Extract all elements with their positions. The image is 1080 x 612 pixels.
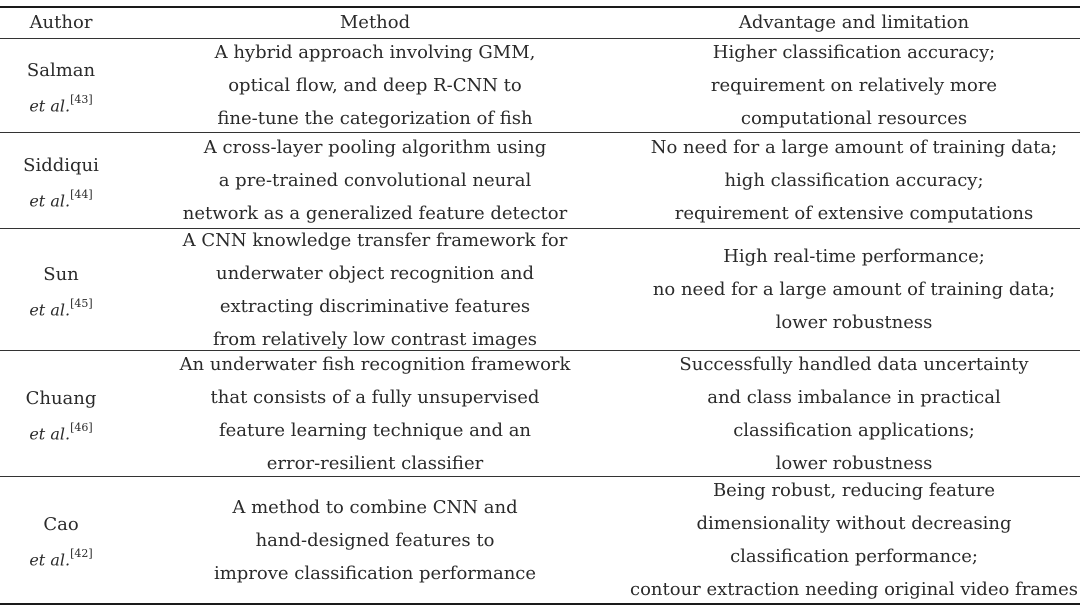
author-citation: et al.[43] xyxy=(29,87,92,117)
author-name: Salman xyxy=(26,59,96,81)
method-cell: An underwater fish recognition framework… xyxy=(148,351,602,476)
citation-ref: [42] xyxy=(70,547,93,560)
advantage-line: computational resources xyxy=(740,108,968,129)
header-author: Author xyxy=(29,12,93,33)
table-row: Siddiqui et al.[44] A cross-layer poolin… xyxy=(0,133,1080,228)
header-rule xyxy=(0,38,1080,39)
row-divider xyxy=(0,350,1080,351)
method-line: that consists of a fully unsupervised xyxy=(210,386,540,408)
method-line: from relatively low contrast images xyxy=(212,328,538,350)
row-divider xyxy=(0,228,1080,229)
advantage-line: dimensionality without decreasing xyxy=(696,513,1012,534)
et-al-text: et al. xyxy=(29,190,71,210)
method-cell: A cross-layer pooling algorithm using a … xyxy=(148,133,602,228)
method-line: optical flow, and deep R-CNN to xyxy=(228,75,522,96)
bottom-rule xyxy=(0,603,1080,605)
citation-ref: [45] xyxy=(70,296,93,310)
method-line: feature learning technique and an xyxy=(218,419,532,441)
header-advantage: Advantage and limitation xyxy=(738,12,970,33)
advantage-line: Being robust, reducing feature xyxy=(712,480,996,501)
advantage-line: No need for a large amount of training d… xyxy=(650,137,1058,158)
table-row: Sun et al.[45] A CNN knowledge transfer … xyxy=(0,229,1080,350)
advantage-line: contour extraction needing original vide… xyxy=(629,579,1078,600)
advantage-line: classification performance; xyxy=(730,546,978,567)
method-line: a pre-trained convolutional neural xyxy=(218,170,532,191)
et-al-text: et al. xyxy=(29,423,71,443)
advantage-line: High real-time performance; xyxy=(723,246,985,267)
method-line: fine-tune the categorization of fish xyxy=(217,108,533,129)
author-cell: Siddiqui et al.[44] xyxy=(0,133,122,228)
author-cell: Chuang et al.[46] xyxy=(0,351,122,476)
author-name: Siddiqui xyxy=(23,154,99,176)
author-citation: et al.[44] xyxy=(29,182,92,212)
author-citation: et al.[46] xyxy=(29,415,92,445)
citation-ref: [43] xyxy=(70,92,93,106)
method-line: error-resilient classifier xyxy=(266,452,484,474)
advantage-line: no need for a large amount of training d… xyxy=(652,279,1056,300)
method-line: An underwater fish recognition framework xyxy=(179,353,571,375)
author-name: Cao xyxy=(43,514,79,535)
advantage-cell: No need for a large amount of training d… xyxy=(628,133,1080,228)
advantage-line: Successfully handled data uncertainty xyxy=(679,353,1029,375)
advantage-line: requirement on relatively more xyxy=(710,75,998,96)
advantage-cell: Being robust, reducing feature dimension… xyxy=(628,477,1080,603)
table-row: Chuang et al.[46] An underwater fish rec… xyxy=(0,351,1080,476)
header-method: Method xyxy=(339,12,411,33)
et-al-text: et al. xyxy=(29,550,71,570)
table-row: Cao et al.[42] A method to combine CNN a… xyxy=(0,477,1080,603)
author-citation: et al.[45] xyxy=(29,291,92,321)
advantage-line: lower robustness xyxy=(775,312,933,333)
et-al-text: et al. xyxy=(29,299,71,319)
method-line: A hybrid approach involving GMM, xyxy=(214,42,536,63)
advantage-line: Higher classification accuracy; xyxy=(712,42,996,63)
advantage-line: high classification accuracy; xyxy=(724,170,984,191)
citation-ref: [46] xyxy=(70,420,93,434)
row-divider xyxy=(0,132,1080,133)
row-divider xyxy=(0,476,1080,477)
table-row: Salman et al.[43] A hybrid approach invo… xyxy=(0,39,1080,132)
author-cell: Cao et al.[42] xyxy=(0,477,122,603)
method-cell: A hybrid approach involving GMM, optical… xyxy=(148,39,602,132)
method-line: underwater object recognition and xyxy=(216,262,534,284)
method-line: A CNN knowledge transfer framework for xyxy=(182,229,568,251)
advantage-cell: High real-time performance; no need for … xyxy=(628,229,1080,350)
method-cell: A method to combine CNN and hand-designe… xyxy=(148,477,602,603)
advantage-line: classification applications; xyxy=(733,419,975,441)
author-name: Chuang xyxy=(25,387,97,409)
method-line: hand-designed features to xyxy=(255,529,495,551)
advantage-line: and class imbalance in practical xyxy=(707,386,1001,408)
method-line: A cross-layer pooling algorithm using xyxy=(203,137,547,158)
author-name: Sun xyxy=(43,263,79,285)
method-line: extracting discriminative features xyxy=(219,295,531,317)
advantage-line: lower robustness xyxy=(775,452,933,474)
method-line: A method to combine CNN and xyxy=(232,496,518,518)
method-line: improve classification performance xyxy=(213,562,537,584)
author-cell: Salman et al.[43] xyxy=(0,39,122,132)
author-cell: Sun et al.[45] xyxy=(0,229,122,350)
top-rule xyxy=(0,6,1080,8)
advantage-cell: Higher classification accuracy; requirem… xyxy=(628,39,1080,132)
advantage-line: requirement of extensive computations xyxy=(674,203,1034,224)
method-cell: A CNN knowledge transfer framework for u… xyxy=(148,229,602,350)
author-citation: et al.[42] xyxy=(29,541,92,571)
advantage-cell: Successfully handled data uncertainty an… xyxy=(628,351,1080,476)
citation-ref: [44] xyxy=(70,187,93,201)
et-al-text: et al. xyxy=(29,95,71,115)
method-line: network as a generalized feature detecto… xyxy=(182,203,568,224)
